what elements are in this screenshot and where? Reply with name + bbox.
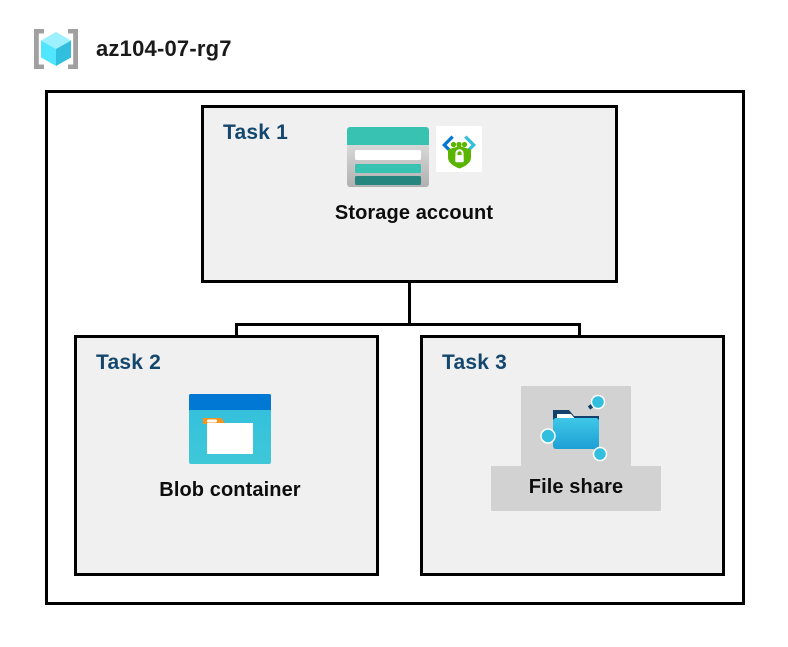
task-3-label: Task 3 bbox=[442, 351, 508, 374]
file-share-icon-highlight bbox=[521, 386, 631, 466]
task-3-box: Task 3 bbox=[420, 335, 725, 576]
resource-group-name: az104-07-rg7 bbox=[96, 36, 232, 61]
storage-account-icon bbox=[347, 127, 429, 187]
resource-group-container: Task 1 bbox=[45, 90, 745, 605]
resource-group-cube-icon bbox=[34, 29, 78, 69]
storage-account-icon-group bbox=[346, 126, 482, 196]
task-1-box: Task 1 bbox=[201, 105, 618, 283]
resource-group-header: az104-07-rg7 bbox=[30, 26, 232, 72]
private-endpoint-shield-icon bbox=[436, 126, 482, 172]
connector-horizontal-bus bbox=[235, 323, 581, 326]
file-share-caption: File share bbox=[491, 466, 661, 511]
file-share-icon bbox=[540, 394, 608, 462]
storage-account-node[interactable]: Storage account bbox=[299, 126, 529, 225]
blob-container-node[interactable]: Blob container bbox=[154, 393, 306, 502]
storage-account-caption: Storage account bbox=[334, 202, 494, 224]
blob-container-caption: Blob container bbox=[159, 479, 301, 501]
blob-container-icon bbox=[189, 394, 271, 464]
file-share-node[interactable]: File share bbox=[491, 386, 661, 511]
task-2-label: Task 2 bbox=[96, 351, 162, 374]
task-2-box: Task 2 Blob container bbox=[74, 335, 379, 576]
task-1-label: Task 1 bbox=[223, 121, 289, 144]
